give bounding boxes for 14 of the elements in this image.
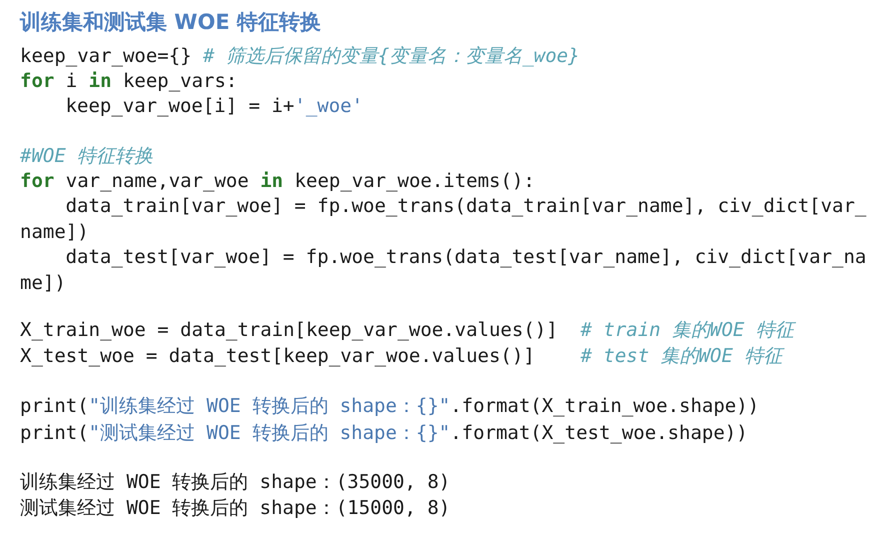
code-line: print("测试集经过 WOE 转换后的 shape：{}".format(X_test_woe.shape)) [20, 421, 748, 446]
code-line: keep_var_woe[i] = i+'_woe' [66, 94, 364, 119]
code-line: data_train[var_woe] = fp.woe_trans(data_train[var_name], civ_dict[var_name]) [20, 194, 868, 244]
code-line: print("训练集经过 WOE 转换后的 shape：{}".format(X_train_woe.shape)) [20, 394, 760, 419]
code-line: for i in keep_vars: [20, 69, 238, 94]
output-line: 训练集经过 WOE 转换后的 shape：(35000, 8) [20, 470, 450, 495]
code-line: X_test_woe = data_test[keep_var_woe.values()] # test 集的WOE 特征 [20, 344, 782, 369]
code-comment: #WOE 特征转换 [20, 144, 154, 169]
title: 训练集和测试集 WOE 特征转换 [20, 9, 321, 36]
output-line: 测试集经过 WOE 转换后的 shape：(15000, 8) [20, 496, 450, 521]
code-line: X_train_woe = data_train[keep_var_woe.values()] # train 集的WOE 特征 [20, 318, 794, 343]
code-line: for var_name,var_woe in keep_var_woe.items(): [20, 169, 535, 194]
code-line: data_test[var_woe] = fp.woe_trans(data_test[var_name], civ_dict[var_name]) [20, 245, 868, 296]
code-line: keep_var_woe={} # 筛选后保留的变量{变量名：变量名_woe} [20, 44, 580, 69]
